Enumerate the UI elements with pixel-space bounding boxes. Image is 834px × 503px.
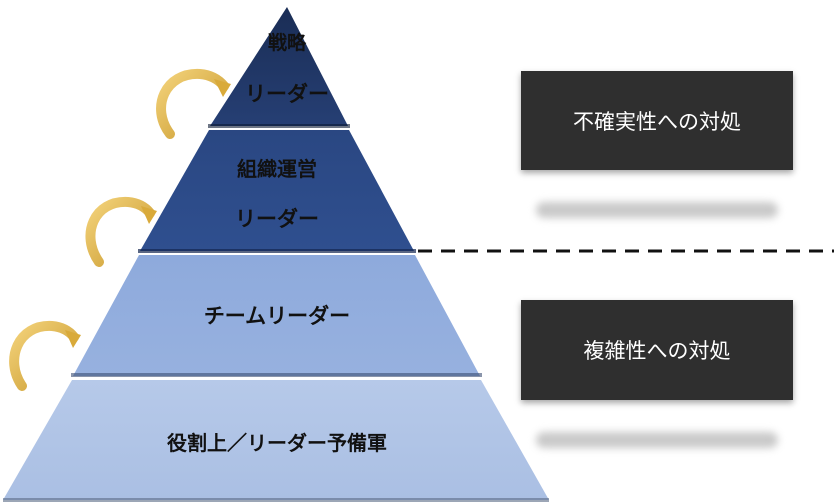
tier-4-shape xyxy=(3,380,549,500)
tier-1-label-line1: 戦略 xyxy=(267,32,306,54)
curved-arrow-icon-3 xyxy=(9,320,81,391)
tier-4-label: 役割上／リーダー予備軍 xyxy=(167,431,387,455)
tier-2-label-line1: 組織運営 xyxy=(237,157,317,181)
curved-arrow-icon-2 xyxy=(85,196,157,267)
tier-2-shape xyxy=(140,130,414,251)
complexity-box: 複雑性への対処 xyxy=(521,300,793,400)
tier-3-label: チームリーダー xyxy=(203,304,351,328)
curved-arrow-icon-1 xyxy=(156,68,231,139)
uncertainty-box: 不確実性への対処 xyxy=(521,71,793,170)
uncertainty-box-shadow xyxy=(536,202,778,218)
tier-2-label-line2: リーダー xyxy=(235,207,319,231)
tier-1-shape xyxy=(210,7,348,126)
complexity-box-shadow xyxy=(536,432,778,448)
tier-1-label-line2: リーダー xyxy=(245,82,329,106)
tier-3-shape xyxy=(73,255,480,376)
